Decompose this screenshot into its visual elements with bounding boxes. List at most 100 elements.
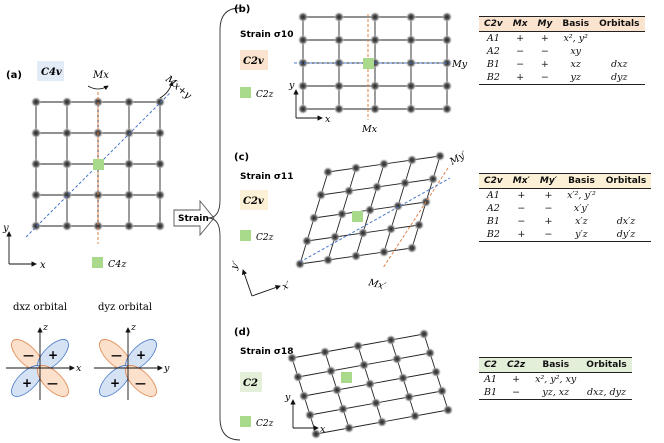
table-cell: − bbox=[532, 71, 558, 85]
lattice-atom bbox=[404, 392, 414, 402]
lattice-atom bbox=[309, 213, 319, 223]
svg-text:C2v: C2v bbox=[243, 56, 264, 67]
svg-text:x′: x′ bbox=[281, 279, 293, 293]
panel-a-label: (a) bbox=[6, 70, 22, 81]
table-cell: + bbox=[517, 190, 526, 201]
svg-text:My′: My′ bbox=[447, 149, 469, 168]
lattice-atom bbox=[155, 97, 165, 107]
lattice-atom bbox=[410, 411, 420, 421]
mirror-x-label: Mx bbox=[92, 70, 109, 81]
lattice-atom bbox=[124, 97, 134, 107]
svg-text:—: — bbox=[23, 349, 34, 362]
lattice-atom bbox=[93, 221, 103, 231]
lattice-atom bbox=[406, 35, 416, 45]
table-cell bbox=[581, 373, 631, 387]
svg-text:+: + bbox=[110, 376, 120, 390]
lattice-atom bbox=[62, 221, 72, 231]
table-header-cell: C2v bbox=[479, 16, 508, 32]
table-header-cell: C2z bbox=[502, 357, 531, 373]
table-cell: x², y² bbox=[563, 33, 588, 44]
table-cell: A2 bbox=[486, 46, 500, 57]
lattice-atom bbox=[316, 190, 326, 200]
panel-a: (a) C4v Mx Mx+y y x C4z dxz orbital dyz … bbox=[2, 61, 193, 400]
table-header-cell: Orbitals bbox=[600, 173, 652, 189]
table-cell: + bbox=[540, 59, 549, 70]
lattice-atom bbox=[435, 151, 445, 161]
table-header-cell: Mx bbox=[507, 16, 533, 32]
table-cell bbox=[594, 45, 644, 58]
lattice-atom bbox=[400, 178, 410, 188]
table-row: A2−−xy bbox=[479, 45, 645, 58]
c4v-label: C4v bbox=[41, 67, 62, 78]
lattice-atom bbox=[370, 104, 380, 114]
dxz-orbital-diagram: — + + — z x bbox=[6, 322, 82, 400]
table-cell: dxz bbox=[611, 59, 628, 70]
svg-text:z: z bbox=[130, 322, 137, 333]
table-cell: A1 bbox=[484, 374, 497, 385]
table-cell: + bbox=[507, 71, 533, 85]
lattice-atom bbox=[332, 385, 342, 395]
strain-arrow-label: Strain bbox=[178, 214, 209, 224]
lattice-atom bbox=[295, 259, 305, 269]
panel-c: (c) Strain σ11 C2v C2z My′ Mx′ y′ x′ bbox=[228, 149, 469, 297]
table-cell: B2 bbox=[479, 228, 508, 242]
table-cell: B1 bbox=[486, 59, 500, 70]
lattice-atom bbox=[326, 366, 336, 376]
svg-text:C2: C2 bbox=[243, 378, 258, 389]
lattice-atom bbox=[323, 255, 333, 265]
lattice-atom bbox=[337, 209, 347, 219]
table-header-cell: Basis bbox=[557, 16, 595, 32]
strain-b-label: Strain σ10 bbox=[240, 30, 293, 40]
lattice-atom bbox=[31, 97, 41, 107]
lattice-atom bbox=[155, 190, 165, 200]
table-cell: x², y², xy bbox=[535, 374, 577, 385]
table-cell: B1 bbox=[479, 386, 503, 400]
table-cell: xz bbox=[570, 59, 581, 70]
lattice-atom bbox=[442, 12, 452, 22]
lattice-atom bbox=[124, 190, 134, 200]
svg-text:y: y bbox=[288, 80, 295, 91]
lattice-atom bbox=[330, 232, 340, 242]
table-cell: + bbox=[507, 228, 535, 242]
table-cell: − bbox=[502, 386, 531, 400]
table-cell: B2 bbox=[479, 71, 508, 85]
svg-text:C2z: C2z bbox=[256, 90, 274, 100]
center-square bbox=[93, 159, 104, 170]
svg-text:x: x bbox=[76, 363, 82, 374]
table-cell: x′², y′² bbox=[567, 190, 596, 201]
lattice-atom bbox=[370, 81, 380, 91]
lattice-atom bbox=[353, 341, 363, 351]
panel-b: (b) Strain σ10 C2v C2z My Mx y x bbox=[234, 4, 468, 135]
svg-text:C2v: C2v bbox=[243, 196, 264, 207]
lattice-atom bbox=[377, 417, 387, 427]
lattice-atom bbox=[351, 163, 361, 173]
table-row: A2−−x′y′ bbox=[479, 202, 651, 215]
table-header-cell: Orbitals bbox=[581, 357, 632, 373]
lattice-atom bbox=[155, 221, 165, 231]
svg-text:z: z bbox=[42, 322, 49, 333]
table-cell: − bbox=[517, 216, 526, 227]
table-cell: yz bbox=[557, 71, 595, 85]
table-header-cell: My bbox=[532, 16, 558, 32]
lattice-atom bbox=[414, 220, 424, 230]
table-cell: dx′z bbox=[616, 216, 636, 227]
lattice-atom bbox=[302, 236, 312, 246]
lattice-atom bbox=[62, 128, 72, 138]
table-cell: − bbox=[534, 228, 563, 242]
lattice-atom bbox=[358, 228, 368, 238]
lattice-atom bbox=[443, 405, 453, 415]
table-header-cell: Basis bbox=[562, 173, 601, 189]
lattice-atom bbox=[293, 372, 303, 382]
axis-y-label: y bbox=[2, 223, 9, 234]
oblique-lattice bbox=[295, 151, 445, 269]
lattice-atom bbox=[431, 367, 441, 377]
lattice-atom bbox=[406, 12, 416, 22]
table-header-cell: Mx′ bbox=[507, 173, 535, 189]
svg-text:+: + bbox=[48, 348, 58, 362]
lattice-atom bbox=[370, 12, 380, 22]
lattice-atom bbox=[124, 221, 134, 231]
